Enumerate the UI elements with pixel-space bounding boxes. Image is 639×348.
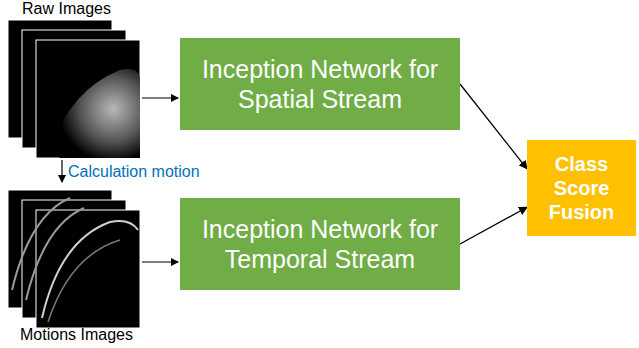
motion-arrow — [61, 160, 62, 182]
input-arrow — [142, 97, 178, 98]
connector-arrow — [460, 84, 527, 169]
motion-image-stack — [8, 190, 140, 328]
node-text: Inception Network for Spatial Stream — [190, 54, 450, 114]
node-text: Inception Network for Temporal Stream — [190, 214, 450, 274]
caption-label: Raw Images — [22, 0, 111, 18]
caption-label: Motions Images — [20, 326, 133, 344]
connector-arrow — [460, 207, 527, 244]
input-arrow — [142, 261, 178, 262]
fusion-box: Class Score Fusion — [527, 140, 636, 236]
raw-image-stack — [8, 20, 140, 158]
process-box: Inception Network for Spatial Stream — [180, 38, 460, 130]
node-text: Class Score Fusion — [533, 152, 630, 224]
caption-label: Calculation motion — [68, 163, 200, 181]
process-box: Inception Network for Temporal Stream — [180, 198, 460, 290]
